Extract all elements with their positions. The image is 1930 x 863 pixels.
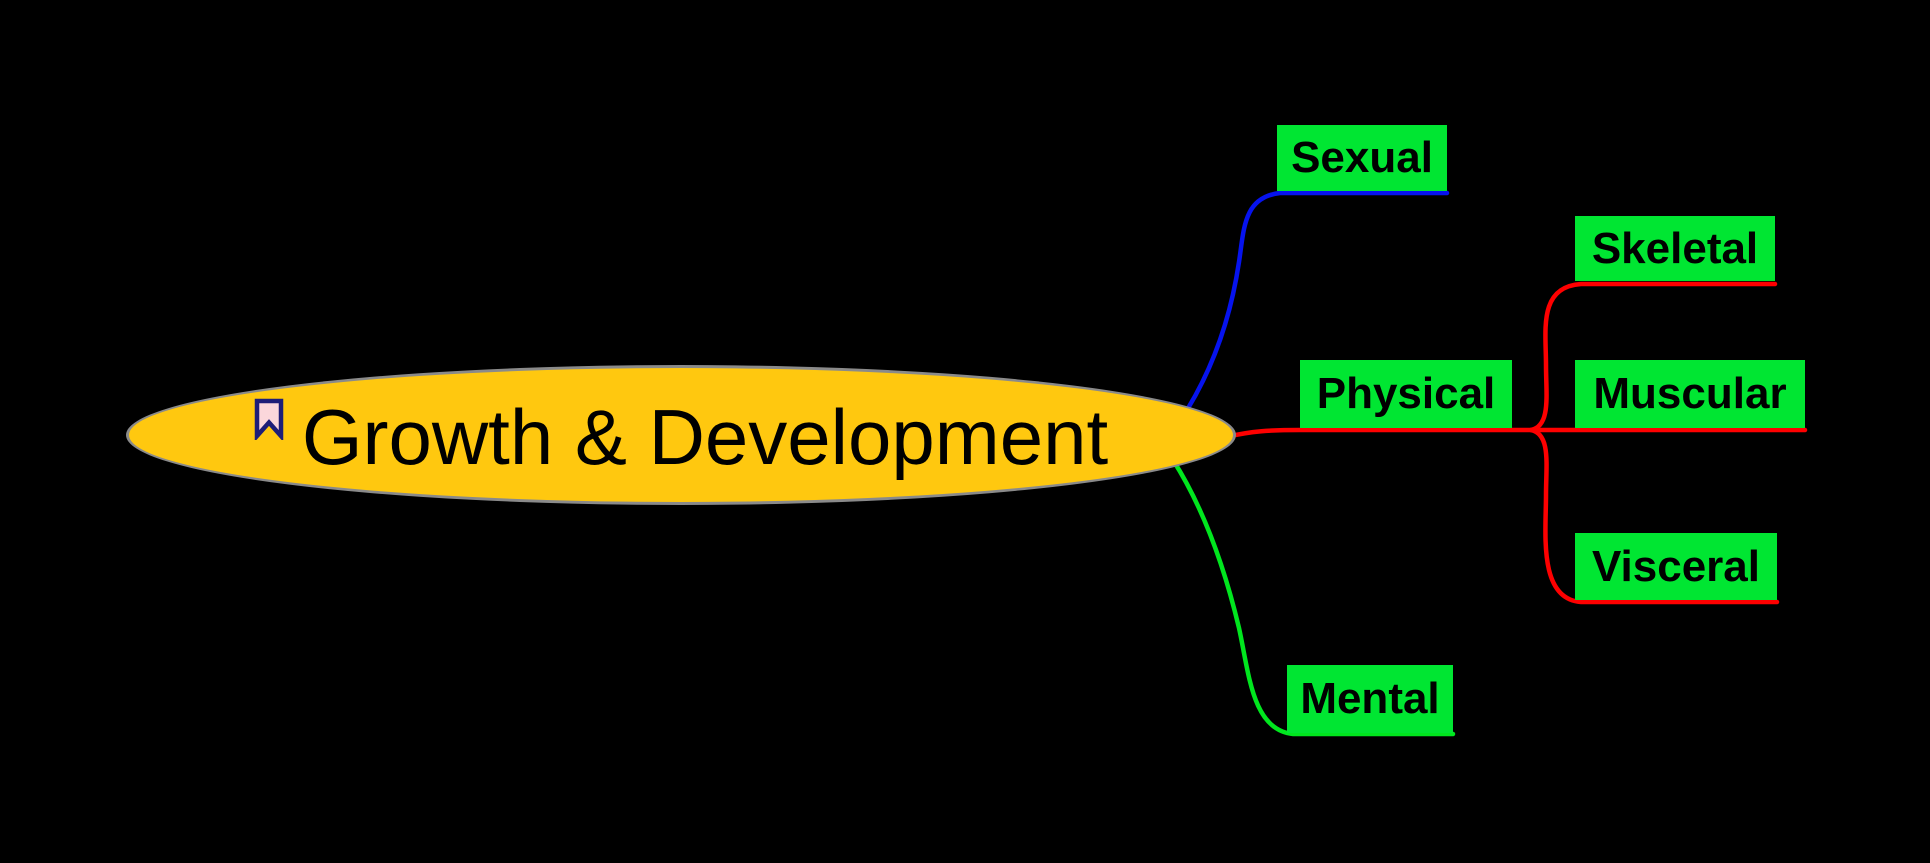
edge-skeletal [1528,281,1778,433]
node-mental[interactable]: Mental [1287,665,1453,733]
node-skeletal[interactable]: Skeletal [1575,216,1775,281]
edge-visceral [1528,427,1780,605]
node-muscular[interactable]: Muscular [1575,360,1805,428]
edge-mental [1170,457,1456,737]
root-node-label: Growth & Development [301,393,1109,481]
node-visceral[interactable]: Visceral [1575,533,1777,600]
bookmark-icon [254,398,284,445]
node-sexual[interactable]: Sexual [1277,125,1447,191]
edge-physical-main [1223,427,1808,440]
node-physical[interactable]: Physical [1300,360,1512,428]
root-node[interactable]: Growth & Development [126,365,1236,505]
edge-sexual [1184,190,1450,413]
